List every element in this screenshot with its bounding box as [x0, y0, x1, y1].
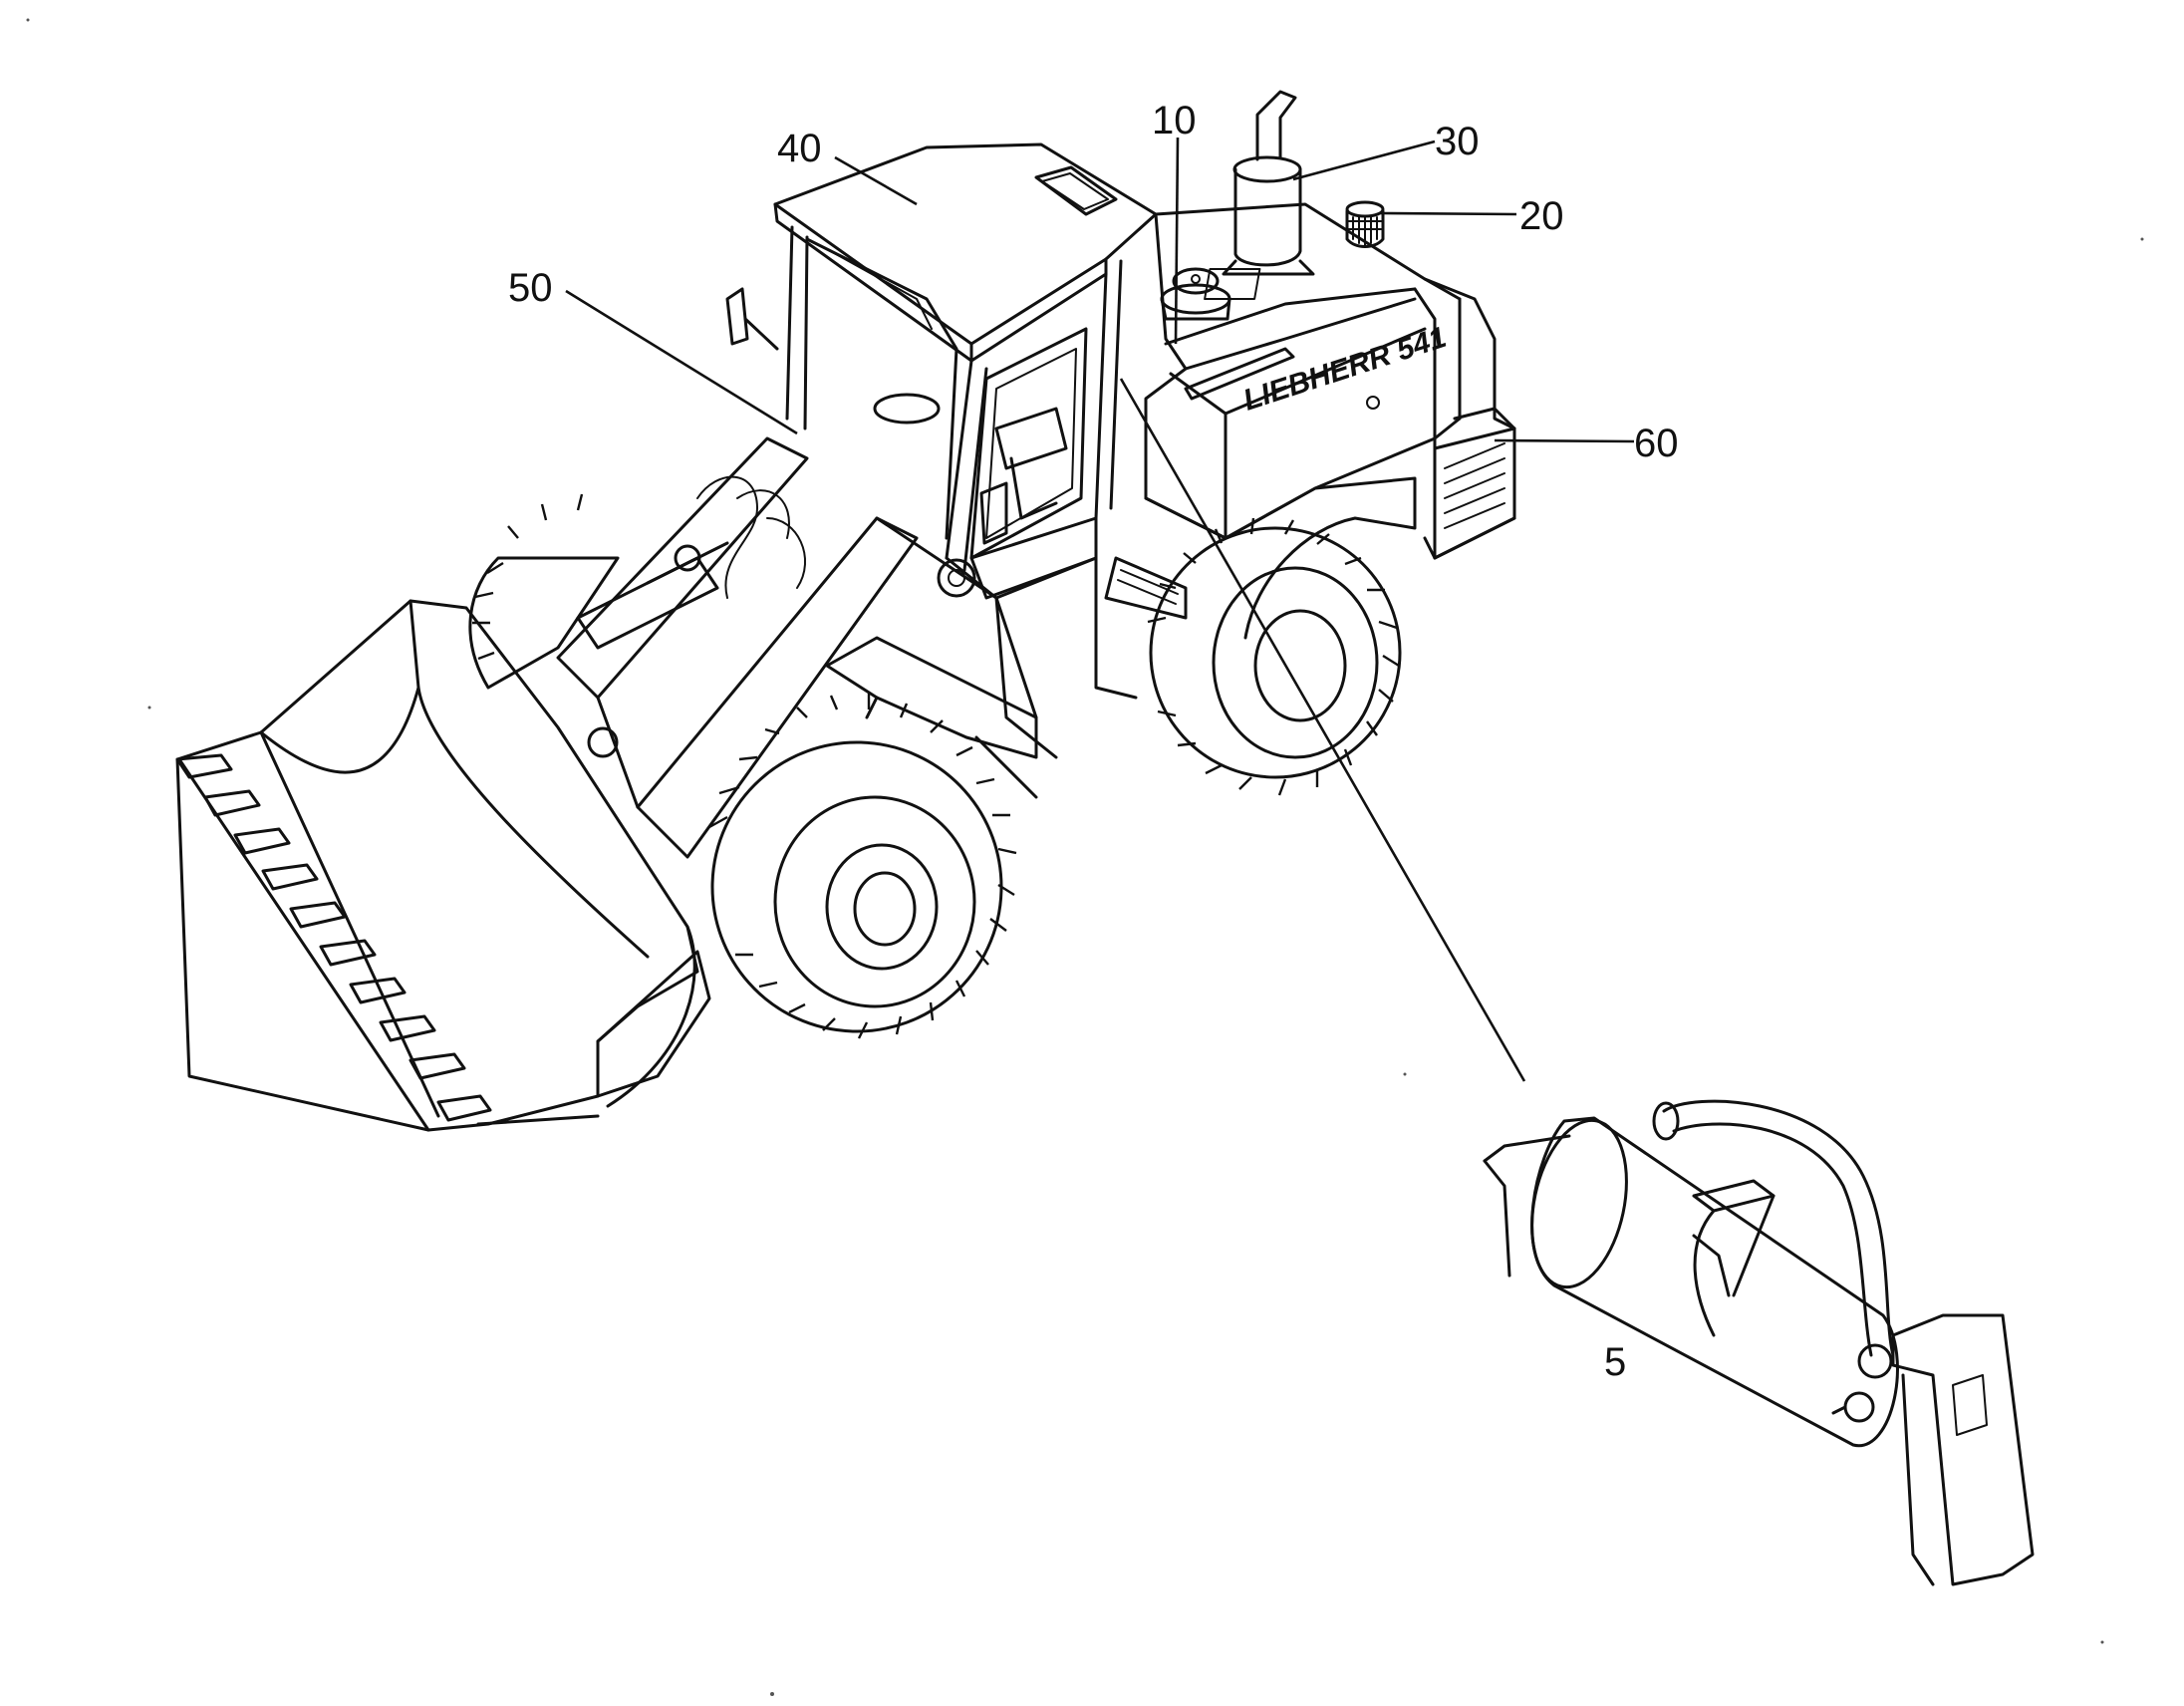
beacon-light	[1345, 200, 1385, 248]
leader-lines	[565, 137, 1635, 1082]
brand-lettering: LIEBHERR 541	[1239, 321, 1451, 418]
cab	[725, 142, 1158, 600]
rear-fender	[1094, 476, 1417, 700]
callout-40: 40	[777, 127, 822, 170]
fire-extinguisher	[1483, 1099, 2035, 1586]
front-near-tire	[708, 694, 1017, 1039]
callout-5: 5	[1604, 1340, 1626, 1384]
front-fender	[825, 636, 1038, 799]
callout-30: 30	[1435, 120, 1480, 163]
bucket	[175, 599, 711, 1132]
callout-20: 20	[1519, 194, 1564, 238]
scan-specks	[26, 18, 2144, 1696]
callout-50: 50	[508, 266, 553, 310]
callout-10: 10	[1152, 99, 1197, 142]
rear-tire	[1147, 517, 1402, 796]
lift-arms	[556, 436, 919, 859]
center-frame	[875, 516, 1098, 759]
bucket-teeth	[175, 753, 492, 1122]
rear-counterweight	[1423, 277, 1516, 560]
exhaust-stack	[1222, 90, 1315, 276]
front-far-tire	[468, 493, 620, 690]
callout-60: 60	[1634, 422, 1679, 465]
